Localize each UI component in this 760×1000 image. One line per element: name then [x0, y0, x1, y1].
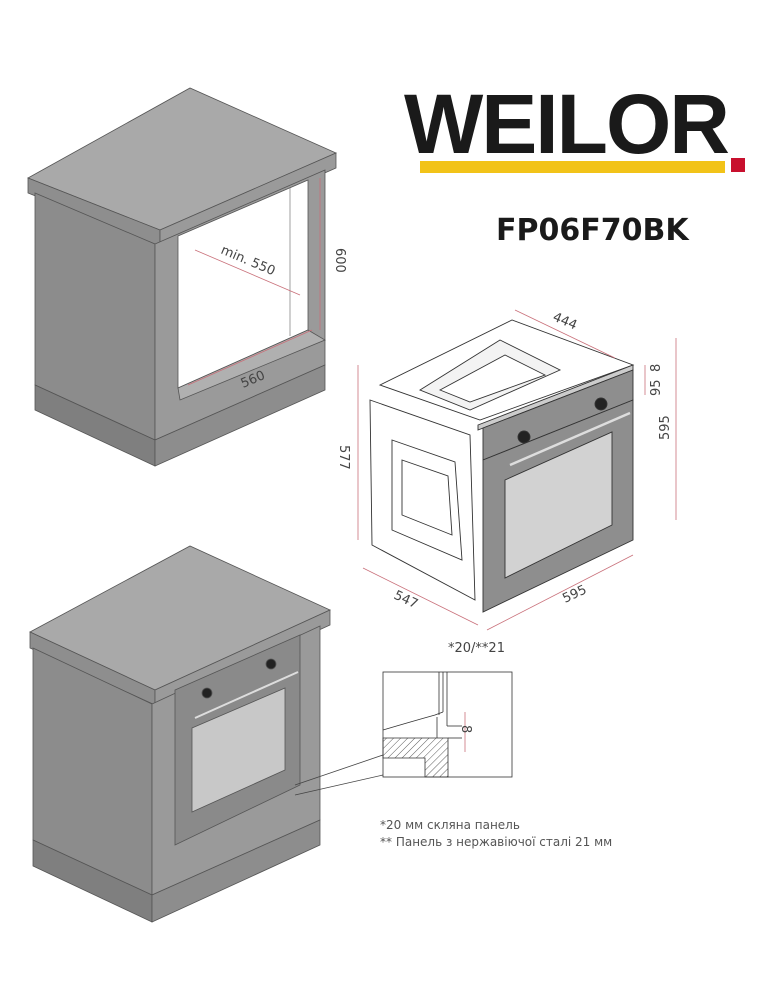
brand-logo: WEILOR	[404, 77, 730, 171]
logo-yellow-bar	[420, 161, 725, 173]
logo-red-square	[731, 158, 745, 172]
note-steel-panel: ** Панель з нержавіючої сталі 21 мм	[380, 835, 613, 849]
notes: *20 мм скляна панель ** Панель з нержаві…	[380, 817, 612, 851]
installed-cabinet	[29, 545, 331, 923]
niche-dimensions	[187, 178, 321, 386]
panel-b-label: 95	[649, 379, 664, 396]
oven-depth-label: 547	[391, 588, 420, 612]
oven-dimensions	[357, 309, 677, 631]
front-thickness-label: *20/**21	[448, 641, 505, 656]
oven-top-width-label: 444	[550, 310, 579, 334]
detail-gap-label: 8	[458, 725, 473, 733]
model-title: FP06F70BK	[496, 213, 689, 248]
oven-drawing	[369, 319, 635, 613]
niche-height-label: 600	[332, 248, 347, 273]
oven-height-label: 595	[658, 415, 673, 440]
oven-side-height-label: 577	[336, 445, 351, 470]
detail-view	[382, 671, 513, 778]
note-glass-panel: *20 мм скляна панель	[380, 818, 520, 832]
oven-front-width-label: 595	[560, 583, 589, 607]
panel-a-label: 8	[649, 364, 664, 372]
niche-cabinet	[27, 87, 337, 467]
